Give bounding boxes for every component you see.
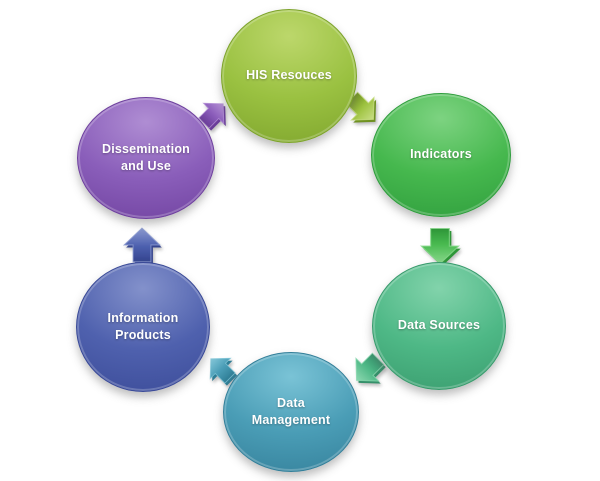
cycle-node-label-line: and Use (120, 159, 172, 173)
cycle-node-label-line: Dissemination (101, 141, 191, 156)
cycle-arrow-data-sources-to-data-management-icon (355, 352, 386, 384)
cycle-node-label-line: Information (107, 310, 179, 325)
cycle-node-label-indicators: Indicators (384, 146, 498, 164)
cycle-node-label-line: HIS Resouces (246, 68, 332, 83)
cycle-node-label-line: Data (277, 395, 305, 410)
cycle-node-label-line: Management (251, 413, 331, 427)
cycle-node-label-his-resources: HIS Resouces (232, 67, 346, 85)
cycle-arrow-data-management-to-information-products-icon (209, 357, 238, 386)
cycle-node-his-resources: HIS Resouces (221, 9, 357, 143)
cycle-arrow-information-products-to-dissemination-and-use-icon (122, 227, 162, 265)
cycle-arrow-dissemination-and-use-to-his-resources-icon (198, 102, 226, 131)
cycle-node-data-sources: Data Sources (372, 262, 506, 390)
cycle-node-indicators: Indicators (371, 93, 511, 217)
cycle-node-label-line: Data Sources (397, 318, 481, 333)
cycle-node-label-line: Products (115, 328, 171, 342)
cycle-node-label-dissemination-and-use: Dissemination and Use (89, 141, 203, 176)
cycle-node-dissemination-and-use: Dissemination and Use (77, 97, 215, 219)
cycle-node-label-line: Indicators (410, 147, 472, 162)
cycle-arrow-indicators-to-data-sources-icon (419, 227, 461, 267)
cycle-node-label-data-sources: Data Sources (382, 317, 496, 335)
